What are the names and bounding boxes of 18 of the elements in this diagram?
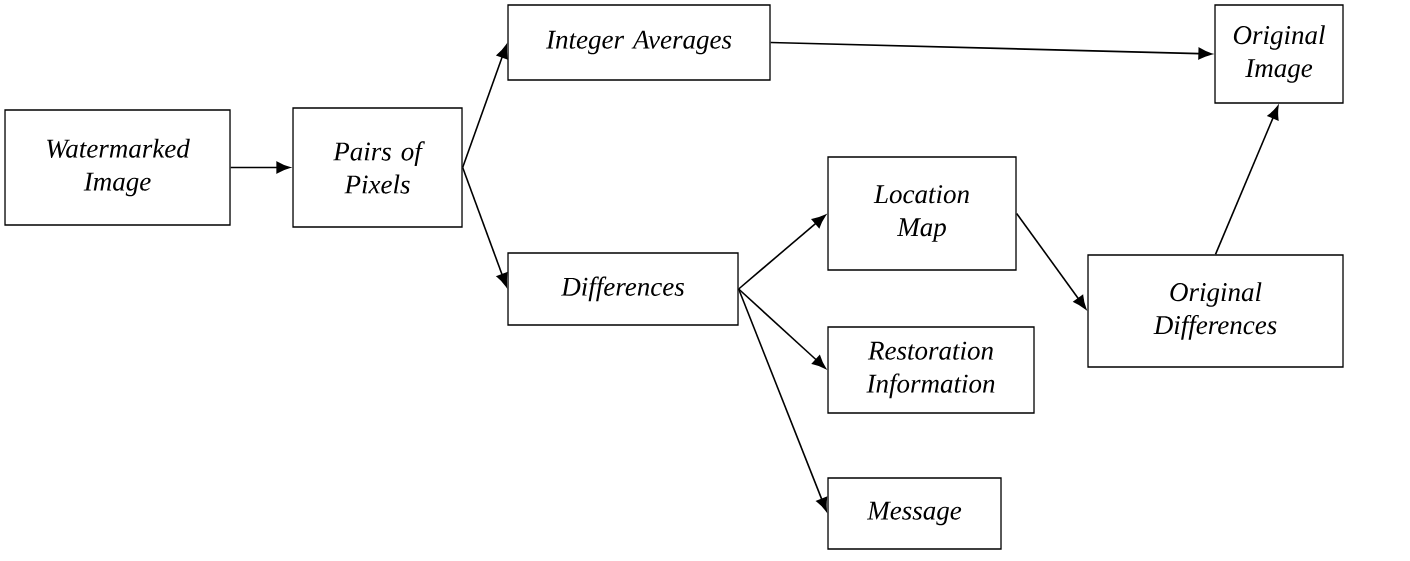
arrow (769, 41, 1213, 60)
process-box: Differences (507, 252, 739, 326)
process-box: Watermarked Image (4, 109, 231, 226)
process-box: Location Map (827, 156, 1017, 271)
arrow (737, 214, 826, 290)
arrow (1214, 105, 1279, 256)
arrow (461, 166, 508, 287)
arrow (461, 44, 508, 169)
process-box: Restoration Information (827, 326, 1035, 414)
process-box: Original Differences (1087, 254, 1344, 368)
arrow (229, 161, 291, 174)
arrow (737, 288, 826, 369)
process-box: Original Image (1214, 4, 1344, 104)
process-box: Message (827, 477, 1002, 550)
arrow (737, 288, 828, 512)
process-box: Integer Averages (507, 4, 771, 81)
process-box: Pairs of Pixels (292, 107, 463, 228)
arrow (1015, 212, 1087, 310)
